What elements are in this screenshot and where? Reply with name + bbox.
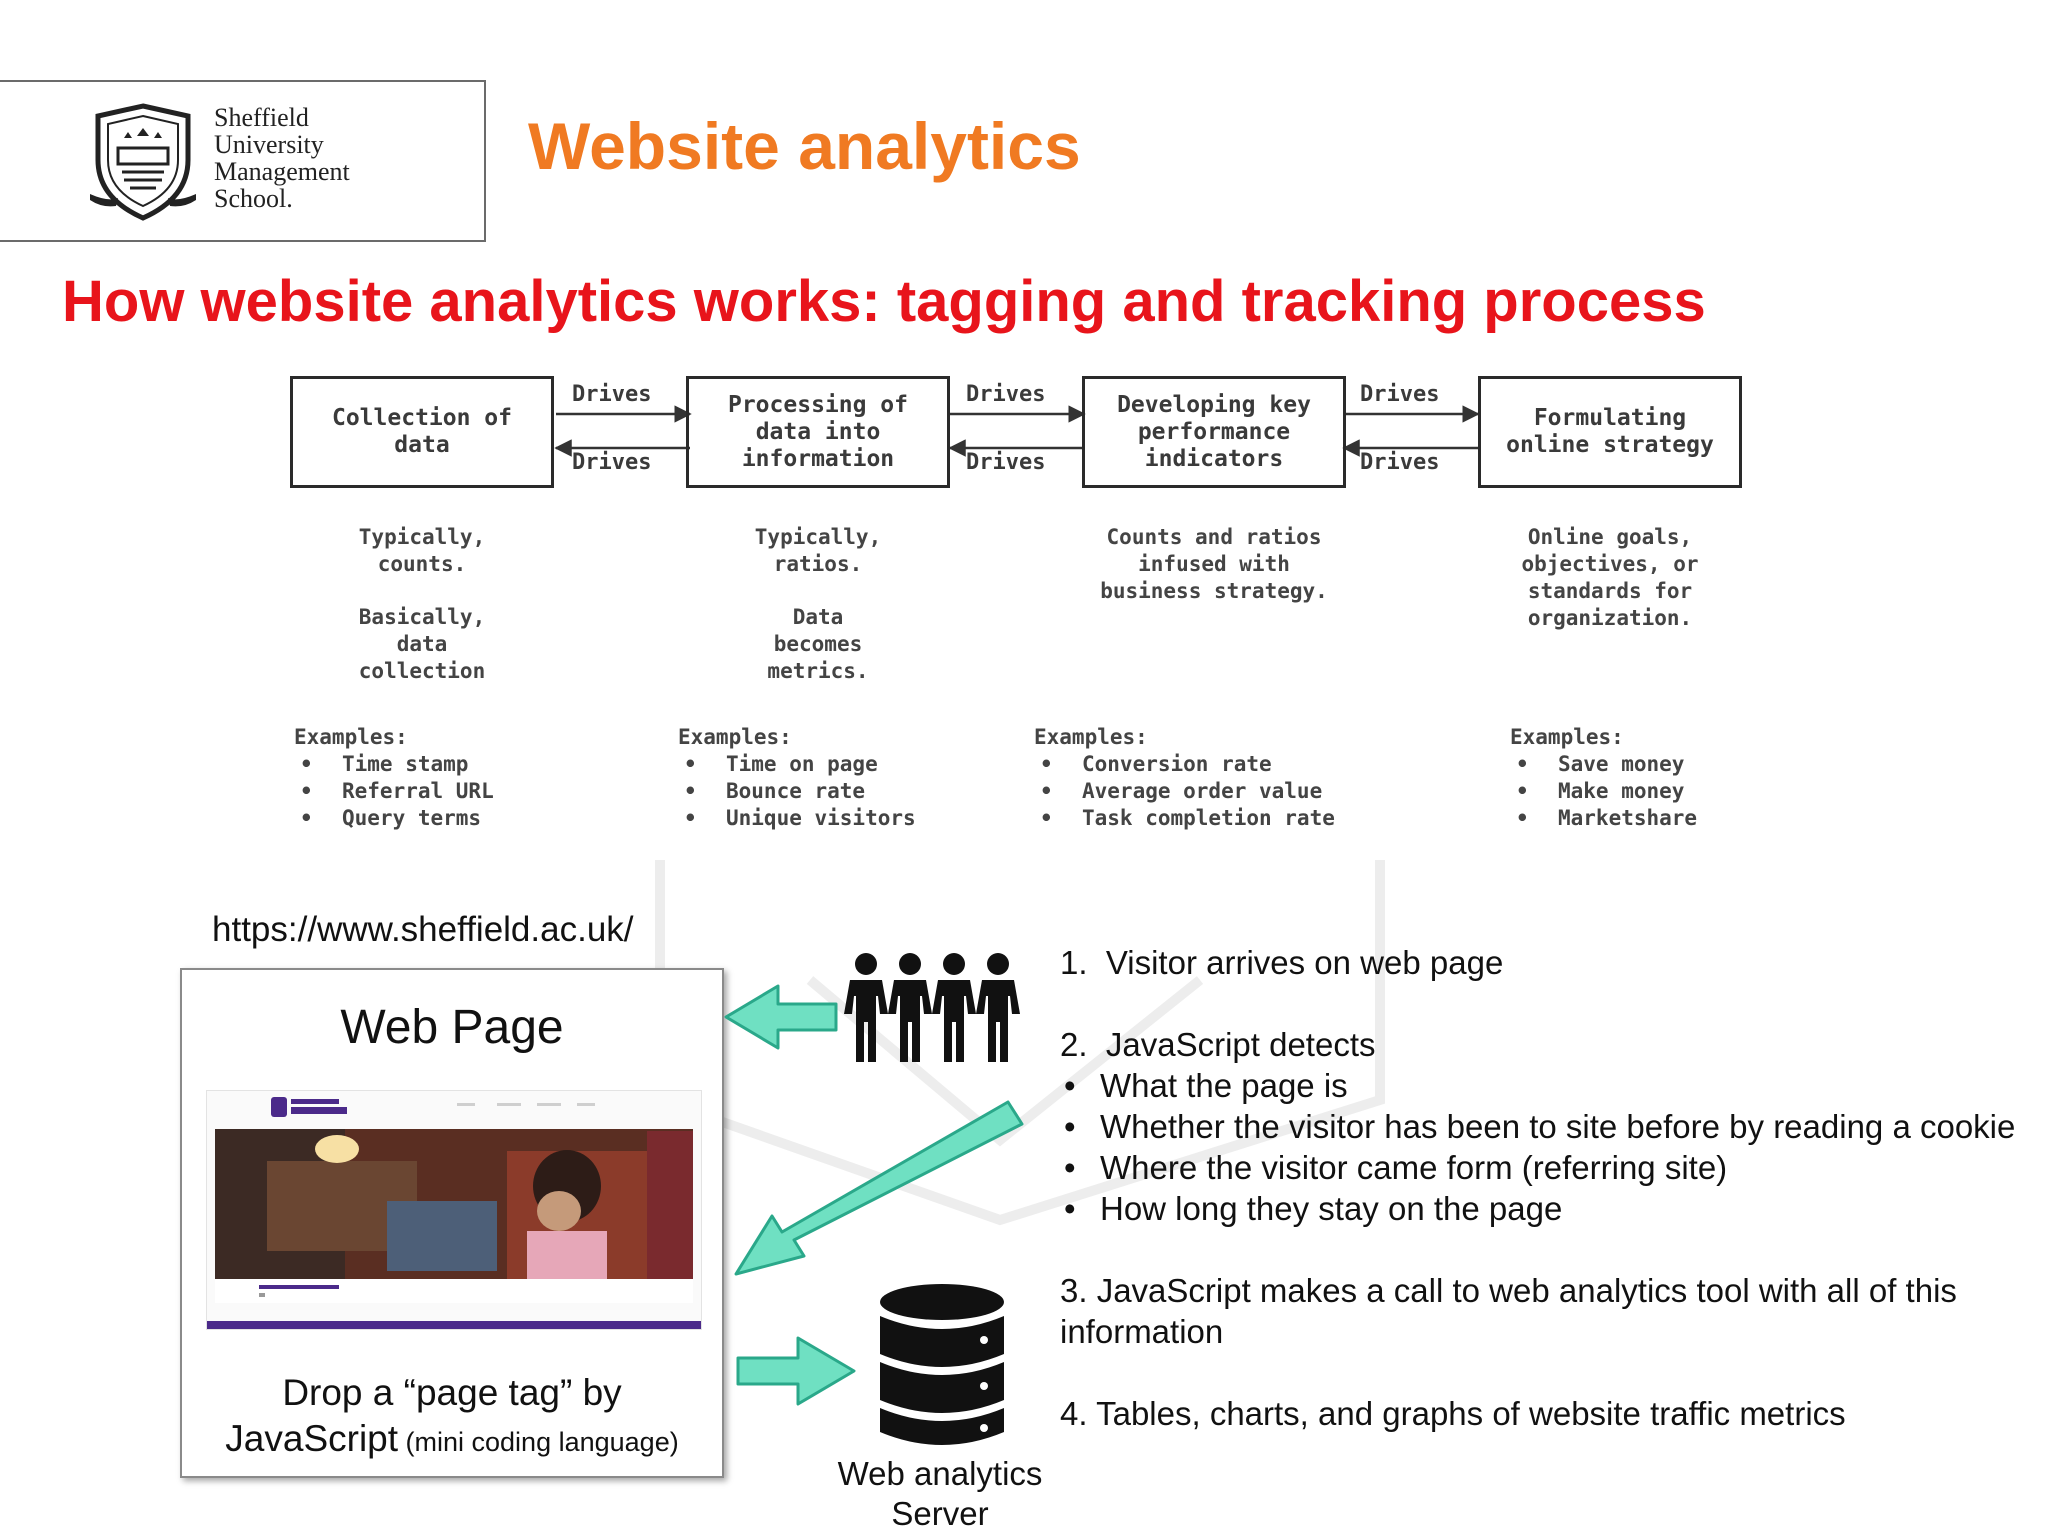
drives-label: Drives: [1360, 382, 1440, 407]
description-a: Online goals, objectives, or standards f…: [1521, 525, 1699, 630]
server-label-line-1: Web analytics: [837, 1455, 1043, 1492]
example-item: Time on page: [678, 751, 916, 778]
drives-label: Drives: [966, 382, 1046, 407]
example-item: Save money: [1510, 751, 1697, 778]
logo: Sheffield University Management School.: [0, 80, 486, 242]
example-item: Unique visitors: [678, 805, 916, 832]
arrow-diagonal-icon: [734, 1100, 1024, 1276]
drives-label: Drives: [966, 450, 1046, 475]
logo-line: University: [214, 130, 324, 159]
step-3: 3. JavaScript makes a call to web analyt…: [1060, 1272, 1957, 1350]
examples-list: Examples: Conversion rate Average order …: [1034, 724, 1335, 832]
logo-text: Sheffield University Management School.: [214, 104, 350, 212]
examples-label: Examples:: [294, 725, 408, 749]
step-4: 4. Tables, charts, and graphs of website…: [1060, 1395, 1846, 1432]
page-tag-caption: Drop a “page tag” by JavaScript (mini co…: [182, 1370, 722, 1465]
flow-box-collection: Collection of data: [290, 376, 554, 488]
flow-box-strategy: Formulating online strategy: [1478, 376, 1742, 488]
examples-list: Examples: Save money Make money Marketsh…: [1510, 724, 1697, 832]
example-item: Bounce rate: [678, 778, 916, 805]
drives-label: Drives: [572, 450, 652, 475]
logo-line: Management: [214, 157, 350, 186]
flow-description: Typically, ratios. Data becomes metrics.: [668, 524, 968, 685]
example-item: Conversion rate: [1034, 751, 1335, 778]
server-label-line-2: Server: [891, 1495, 989, 1532]
web-page-panel: Web Page Drop a “page tag” by JavaScript…: [180, 968, 724, 1478]
flow-description: Online goals, objectives, or standards f…: [1460, 524, 1760, 632]
list-item: What the page is: [1060, 1065, 2020, 1106]
drives-label: Drives: [1360, 450, 1440, 475]
example-item: Time stamp: [294, 751, 494, 778]
caption-javascript: JavaScript: [225, 1418, 399, 1459]
description-a: Typically, ratios.: [754, 525, 882, 576]
example-item: Marketshare: [1510, 805, 1697, 832]
database-icon: [880, 1284, 1004, 1445]
description-a: Typically, counts.: [358, 525, 486, 576]
drives-label: Drives: [572, 382, 652, 407]
example-item: Referral URL: [294, 778, 494, 805]
arrow-right-icon: [736, 1336, 856, 1406]
caption-small: (mini coding language): [398, 1427, 679, 1457]
examples-label: Examples:: [1510, 725, 1624, 749]
crest-icon: [90, 103, 196, 221]
flow-description: Counts and ratios infused with business …: [1064, 524, 1364, 605]
page-title: Website analytics: [528, 109, 1081, 183]
step-1: 1. Visitor arrives on web page: [1060, 944, 1504, 981]
website-url: https://www.sheffield.ac.uk/: [212, 910, 634, 949]
description-a: Counts and ratios infused with business …: [1100, 525, 1328, 603]
example-item: Query terms: [294, 805, 494, 832]
steps-text: 1. Visitor arrives on web page 2. JavaSc…: [1060, 942, 2020, 1434]
step-2: 2. JavaScript detects: [1060, 1026, 1376, 1063]
list-item: Where the visitor came form (referring s…: [1060, 1147, 2020, 1188]
flow-box-kpi: Developing key performance indicators: [1082, 376, 1346, 488]
people-icon: [844, 953, 1020, 1062]
web-page-title: Web Page: [340, 1001, 564, 1054]
example-item: Average order value: [1034, 778, 1335, 805]
list-item: How long they stay on the page: [1060, 1188, 2020, 1229]
arrow-left-icon: [724, 984, 838, 1050]
description-b: Data becomes metrics.: [767, 605, 869, 683]
flow-box-processing: Processing of data into information: [686, 376, 950, 488]
example-item: Make money: [1510, 778, 1697, 805]
examples-list: Examples: Time on page Bounce rate Uniqu…: [678, 724, 916, 832]
flow-description: Typically, counts. Basically, data colle…: [272, 524, 572, 685]
example-item: Task completion rate: [1034, 805, 1335, 832]
logo-line: Sheffield: [214, 103, 309, 132]
list-item: Whether the visitor has been to site bef…: [1060, 1106, 2020, 1147]
server-label: Web analytics Server: [820, 1454, 1060, 1534]
caption-line-1: Drop a “page tag” by: [282, 1372, 622, 1413]
logo-line: School.: [214, 184, 293, 213]
examples-label: Examples:: [1034, 725, 1148, 749]
flow-arrows: [554, 405, 1480, 457]
website-screenshot: [206, 1090, 702, 1330]
description-b: Basically, data collection: [358, 605, 486, 683]
caption-line-2: JavaScript (mini coding language): [182, 1416, 722, 1465]
examples-list: Examples: Time stamp Referral URL Query …: [294, 724, 494, 832]
examples-label: Examples:: [678, 725, 792, 749]
page-subtitle: How website analytics works: tagging and…: [62, 269, 1706, 334]
detection-list: What the page is Whether the visitor has…: [1060, 1065, 2020, 1229]
process-flow-diagram: Collection of data Processing of data in…: [290, 366, 1770, 846]
